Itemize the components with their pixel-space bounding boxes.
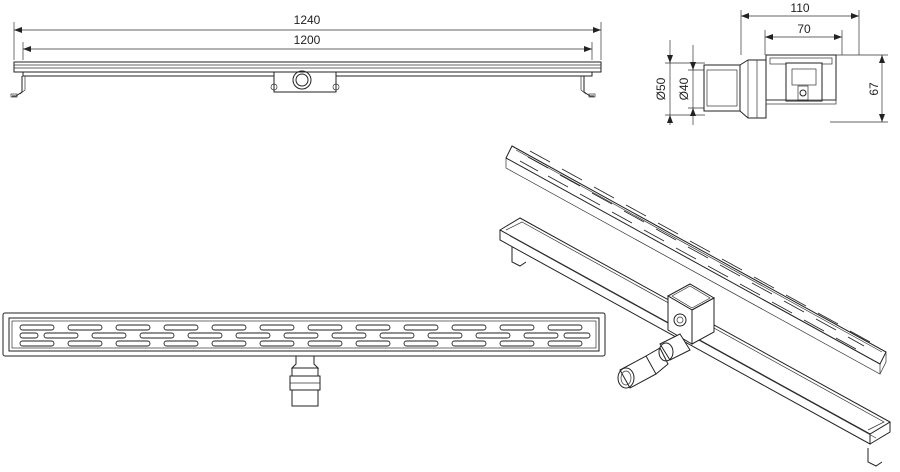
dimension-70-label: 70 bbox=[797, 22, 811, 36]
dimension-diameter-40: Ø40 bbox=[677, 45, 705, 125]
dimension-diameter-50: Ø50 bbox=[654, 40, 705, 125]
dimension-diameter-50-label: Ø50 bbox=[654, 77, 668, 100]
dimension-diameter-40-label: Ø40 bbox=[677, 77, 691, 100]
dimension-110-label: 110 bbox=[790, 1, 809, 15]
grate-slots-row-1 bbox=[19, 324, 583, 331]
plan-drain-outlet bbox=[289, 356, 321, 407]
dimension-67: 67 bbox=[830, 54, 888, 123]
dimension-67-label: 67 bbox=[867, 82, 881, 96]
dimension-1240-label: 1240 bbox=[294, 13, 321, 27]
dimension-1200: 1200 bbox=[22, 33, 593, 60]
isometric-view bbox=[498, 145, 892, 467]
plan-view bbox=[2, 312, 606, 407]
dimension-70: 70 bbox=[764, 22, 843, 55]
grate-slots-row-2 bbox=[19, 332, 591, 339]
outlet-pipe-side bbox=[703, 54, 837, 119]
isometric-outlet bbox=[617, 283, 716, 389]
side-section-view: 110 70 67 Ø50 bbox=[654, 1, 888, 125]
isometric-grate bbox=[505, 145, 887, 375]
grate-slots-row-3 bbox=[19, 340, 583, 347]
dimension-1200-label: 1200 bbox=[294, 33, 321, 47]
channel-front bbox=[10, 61, 602, 98]
dimension-110: 110 bbox=[740, 1, 860, 55]
dimension-1240: 1240 bbox=[13, 13, 602, 60]
front-elevation-view: 1240 1200 bbox=[10, 13, 602, 98]
isometric-channel bbox=[498, 217, 892, 467]
